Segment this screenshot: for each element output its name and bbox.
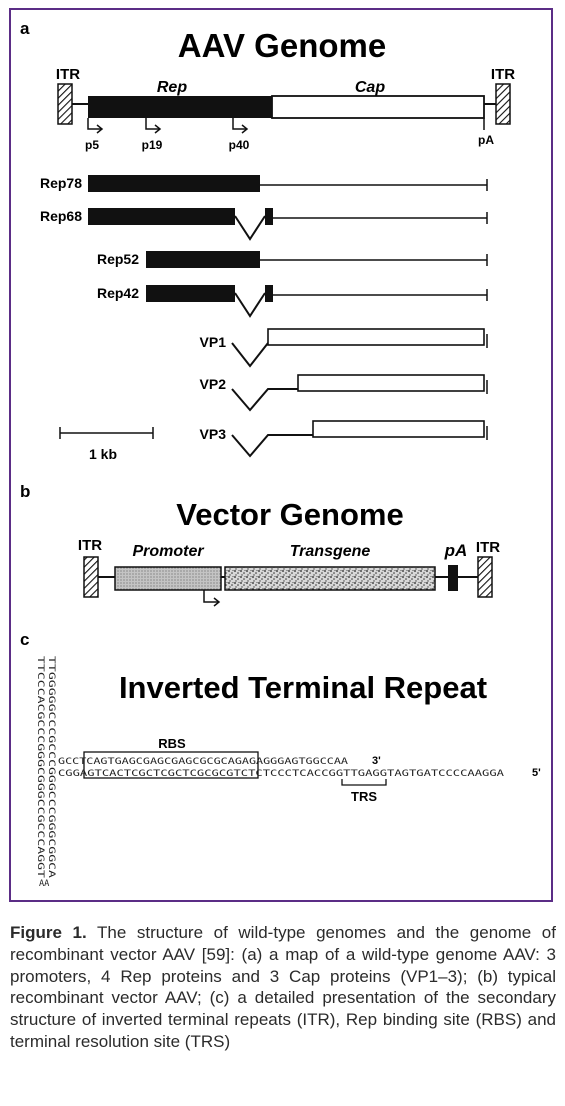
- panel-b-letter: b: [20, 482, 30, 501]
- panel-c-letter: c: [20, 630, 29, 649]
- figure-caption: Figure 1. The structure of wild-type gen…: [10, 922, 556, 1053]
- vp2-bar: [297, 374, 485, 392]
- figure-diagram: a AAV Genome ITR ITR Rep Cap p5 p19 p40 …: [20, 19, 541, 889]
- vector-itr-left-box: [83, 556, 99, 598]
- caption-text: The structure of wild-type genomes and t…: [10, 923, 556, 1051]
- rep52-bar: [146, 251, 260, 268]
- p19-arrow-icon: [145, 118, 159, 130]
- caption-label: Figure 1.: [10, 923, 87, 942]
- vector-transgene-label: Transgene: [290, 543, 371, 560]
- panel-c: c Inverted Terminal Repeat TTCCCACGCCCGG…: [20, 630, 541, 889]
- itr-top-strand: GCCTCAGTGAGCGAGCGAGCGCGCAGAGAGGGAGTGGCCA…: [58, 756, 349, 767]
- protein-rep52-label: Rep52: [97, 251, 139, 267]
- polya-label: pA: [478, 133, 494, 147]
- vector-itr-right-label: ITR: [476, 539, 500, 556]
- hairpin-loop: AA: [39, 879, 50, 889]
- p5-arrow-icon: [87, 118, 101, 130]
- vector-promoter-arrow-icon: [203, 590, 218, 603]
- vp2-splice: [231, 388, 298, 412]
- vector-transgene-box: [224, 566, 436, 591]
- rep-gene-box: [88, 96, 272, 118]
- hairpin-right-stem: TTGGGGGCCCGCCCGGGCCCGGGCGGCA: [46, 656, 56, 879]
- rep42-splice: [234, 292, 266, 318]
- protein-rep68-label: Rep68: [40, 208, 82, 224]
- panel-b: b Vector Genome ITR ITR Promoter Transge…: [20, 482, 500, 607]
- panel-c-title: Inverted Terminal Repeat: [119, 670, 487, 705]
- vector-itr-left-label: ITR: [78, 537, 102, 554]
- vp3-bar: [312, 420, 485, 438]
- rbs-label: RBS: [158, 736, 186, 751]
- itr-bottom-strand-end: 5': [532, 767, 541, 779]
- protein-rep42-label: Rep42: [97, 285, 139, 301]
- promoter-p5-label: p5: [85, 138, 99, 152]
- figure-frame: [9, 8, 553, 902]
- hairpin-left-stem: TTCCCACGCCCGGGCGGGCCGCCCAGGT: [35, 656, 45, 878]
- itr-left-label: ITR: [56, 66, 80, 83]
- panel-b-title: Vector Genome: [176, 497, 403, 532]
- vp1-splice: [231, 342, 269, 368]
- itr-top-strand-end: 3': [372, 755, 381, 767]
- p40-arrow-icon: [232, 118, 246, 130]
- rep-label: Rep: [157, 79, 187, 96]
- rep42-bar: [146, 285, 235, 302]
- vector-promoter-box: [114, 566, 222, 591]
- vector-promoter-label: Promoter: [132, 543, 204, 560]
- itr-left-box: [57, 83, 73, 125]
- vector-itr-right-box: [477, 556, 493, 598]
- trs-bracket: [341, 779, 387, 786]
- cap-label: Cap: [355, 79, 385, 96]
- promoter-p40-label: p40: [229, 138, 250, 152]
- protein-rep78-label: Rep78: [40, 175, 82, 191]
- vector-polya-label: pA: [444, 541, 468, 560]
- promoter-p19-label: p19: [142, 138, 163, 152]
- panel-a-title: AAV Genome: [178, 27, 386, 64]
- scale-bar-label: 1 kb: [89, 446, 117, 462]
- rep68-bar: [88, 208, 235, 225]
- rep68-splice: [234, 215, 266, 241]
- protein-vp3-label: VP3: [200, 426, 227, 442]
- vector-polya-box: [448, 565, 458, 591]
- panel-a: a AAV Genome ITR ITR Rep Cap p5 p19 p40 …: [20, 19, 515, 462]
- panel-a-letter: a: [20, 19, 30, 38]
- rbs-box: [83, 751, 259, 779]
- vp3-splice: [231, 434, 313, 458]
- protein-vp2-label: VP2: [200, 376, 227, 392]
- itr-right-label: ITR: [491, 66, 515, 83]
- protein-vp1-label: VP1: [200, 334, 227, 350]
- vp1-bar: [267, 328, 485, 346]
- trs-label: TRS: [351, 789, 377, 804]
- itr-bottom-strand: CGGAGTCACTCGCTCGCTCGCGCGTCTCTCCCTCACCGGT…: [58, 768, 505, 779]
- itr-right-box: [495, 83, 511, 125]
- rep78-bar: [88, 175, 260, 192]
- cap-gene-box: [271, 95, 485, 119]
